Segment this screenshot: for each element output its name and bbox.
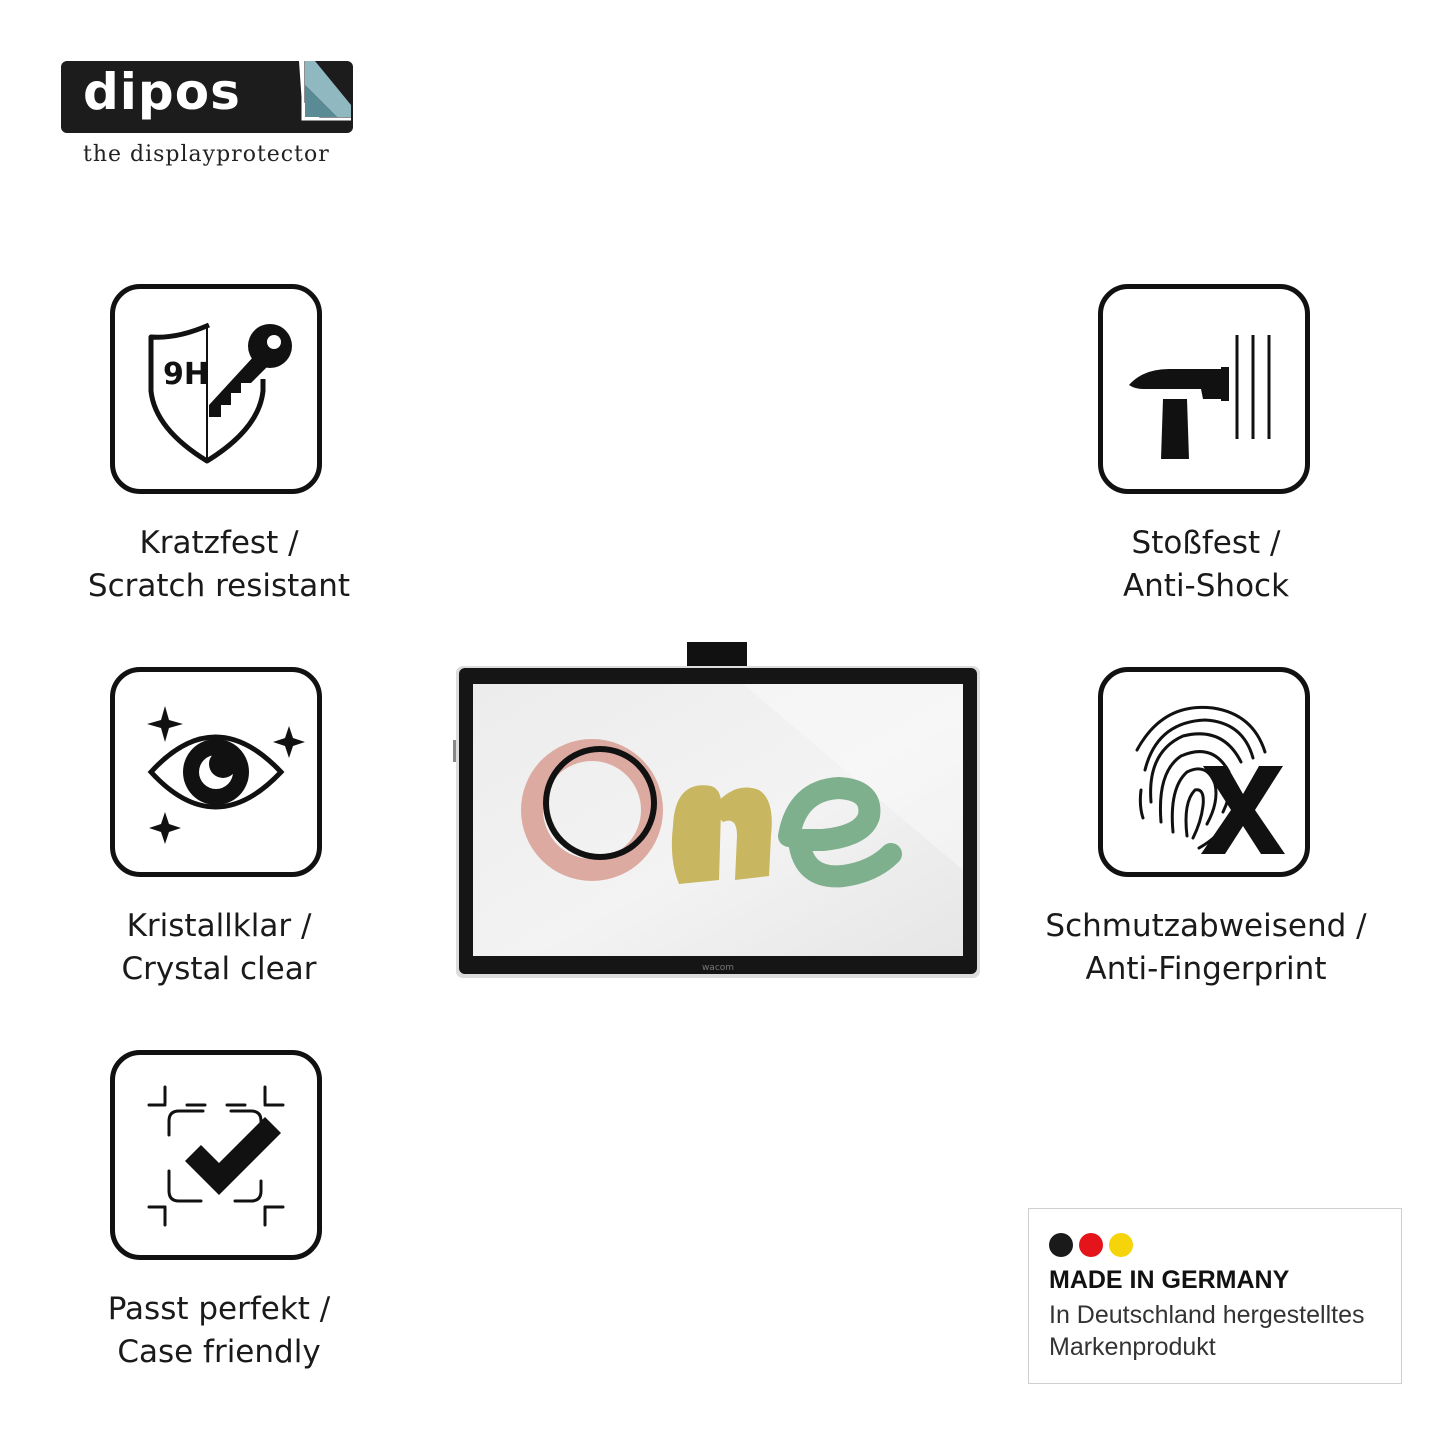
brand-logo: dipos	[61, 61, 353, 133]
scratch-resistant-feature: 9H	[110, 284, 322, 494]
crystal-clear-feature	[110, 667, 322, 877]
peel-corner-icon	[299, 61, 351, 121]
anti-fingerprint-feature	[1098, 667, 1310, 877]
shield-badge: 9H	[163, 357, 209, 392]
brand-name: dipos	[83, 63, 241, 121]
made-in-germany-subtitle: In Deutschland hergestelltes Markenprodu…	[1049, 1301, 1365, 1361]
scratch-resistant-label: Kratzfest / Scratch resistant	[87, 525, 351, 604]
anti-fingerprint-label: Schmutzabweisend / Anti-Fingerprint	[1045, 908, 1367, 987]
tablet-camera-bar	[687, 642, 747, 666]
made-in-germany-title: MADE IN GERMANY	[1049, 1266, 1290, 1294]
frame-check-icon	[147, 1085, 285, 1227]
hammer-icon	[1129, 335, 1271, 459]
flag-dot-black	[1049, 1233, 1073, 1257]
case-friendly-feature	[110, 1050, 322, 1260]
eye-icon	[147, 706, 305, 844]
anti-shock-feature	[1098, 284, 1310, 494]
flag-dot-red	[1079, 1233, 1103, 1257]
tablet-display: wacom	[453, 642, 980, 978]
crystal-clear-label: Kristallklar / Crystal clear	[121, 908, 317, 987]
tablet-brand: wacom	[702, 963, 734, 973]
anti-shock-label: Stoßfest / Anti-Shock	[1122, 525, 1290, 604]
case-friendly-label: Passt perfekt / Case friendly	[107, 1291, 331, 1370]
brand-tagline: the displayprotector	[83, 142, 330, 167]
fingerprint-x-icon	[1135, 705, 1285, 854]
flag-dot-gold	[1109, 1233, 1133, 1257]
screen-artwork	[521, 739, 902, 888]
made-in-germany-badge: MADE IN GERMANY In Deutschland hergestel…	[1028, 1208, 1402, 1384]
shield-key-icon: 9H	[148, 322, 292, 464]
